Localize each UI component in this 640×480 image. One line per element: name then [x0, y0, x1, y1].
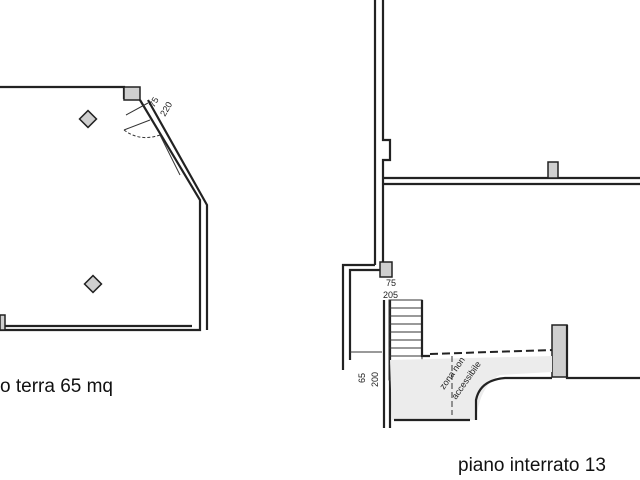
- door-dim-bottom: 205: [383, 290, 398, 300]
- door-dim-top: 75: [147, 95, 161, 109]
- basement-plan: 75 205 65 200 zona non accessibile: [341, 0, 640, 428]
- staircase: [388, 299, 423, 381]
- column-marker: [78, 109, 98, 129]
- ground-floor-plan: 75 220: [0, 85, 209, 332]
- basement-label: piano interrato 13: [458, 455, 606, 476]
- side-dim-bottom: 200: [370, 372, 380, 387]
- ground-floor-label: o terra 65 mq: [0, 376, 113, 397]
- column-marker: [83, 274, 103, 294]
- door-dim-bottom: 220: [158, 100, 174, 118]
- side-dim-top: 65: [357, 373, 367, 383]
- door-dim-top: 75: [386, 278, 396, 288]
